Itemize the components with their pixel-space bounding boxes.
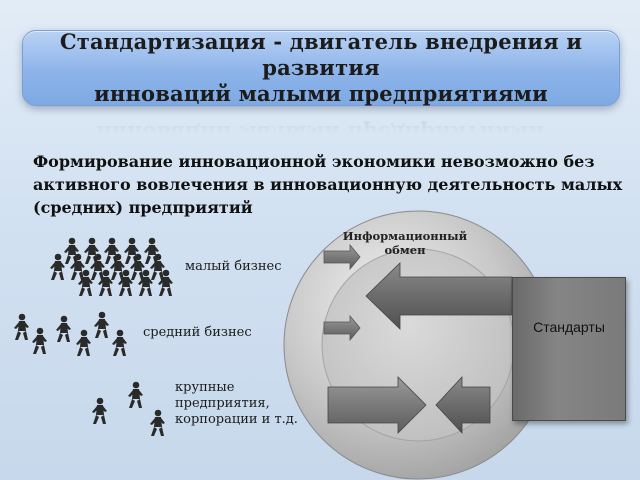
exchange-disk (283, 210, 550, 480)
medium-business-label: средний бизнес (143, 325, 252, 340)
standards-box: Стандарты (512, 277, 626, 421)
title-banner: Стандартизация - двигатель внедрения и р… (22, 29, 620, 106)
person-figure (50, 253, 65, 280)
arrow-left-large (365, 262, 513, 330)
person-figure (64, 237, 79, 264)
person-figure (14, 313, 29, 340)
small-business-crowd (50, 237, 173, 296)
arrow-right-small-top (323, 243, 361, 271)
arrow-right-small-mid (323, 314, 361, 342)
large-business-label: крупные предприятия, корпорации и т.д. (175, 380, 298, 427)
arrow-right-large-bottom (327, 376, 427, 434)
person-figure (92, 397, 107, 424)
person-figure (128, 381, 143, 408)
person-figure (94, 311, 109, 338)
person-figure (112, 329, 127, 356)
info-exchange-label: Информационный обмен (342, 229, 468, 257)
person-figure (56, 315, 71, 342)
person-figure (130, 253, 145, 280)
person-figure (110, 253, 125, 280)
small-business-label: малый бизнес (185, 259, 282, 274)
person-figure (32, 327, 47, 354)
person-figure (70, 253, 85, 280)
slide-title: Стандартизация - двигатель внедрения и р… (59, 29, 583, 106)
person-figure (150, 409, 165, 436)
standards-label: Стандарты (533, 319, 605, 335)
person-figure (90, 253, 105, 280)
arrow-left-bottom (435, 375, 491, 435)
intro-paragraph: Формирование инновационной экономики нев… (33, 152, 623, 217)
large-business-group (92, 381, 165, 436)
person-figure (104, 237, 119, 264)
person-figure (84, 237, 99, 264)
medium-business-group (14, 311, 127, 356)
person-figure (124, 237, 139, 264)
person-figure (150, 253, 165, 280)
person-figure (76, 329, 91, 356)
person-figure (144, 237, 159, 264)
